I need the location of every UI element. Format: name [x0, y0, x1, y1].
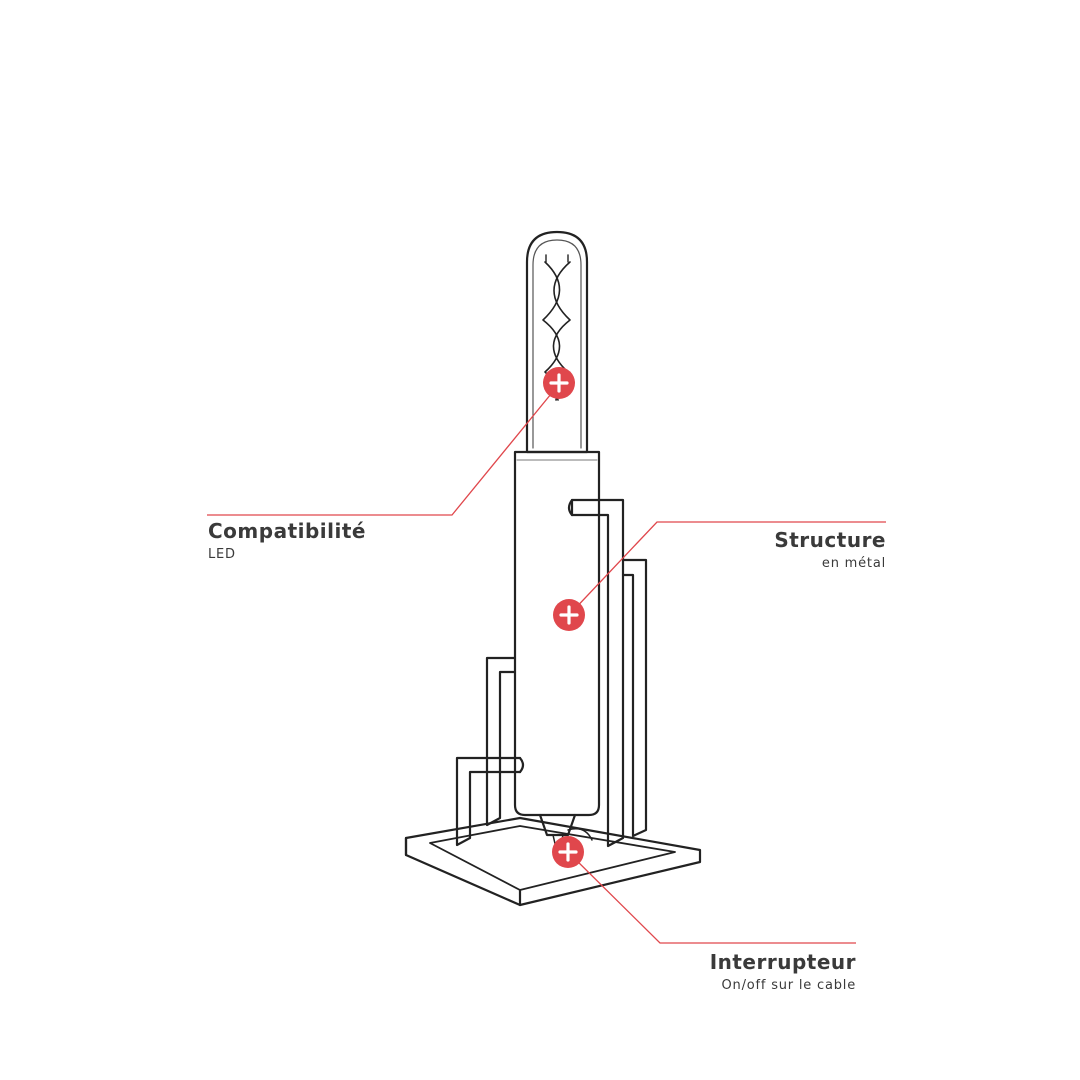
lamp-body-drawing — [513, 450, 601, 849]
bulb-drawing — [525, 230, 589, 454]
plus-icon[interactable] — [553, 599, 585, 631]
frame-drawing — [404, 498, 702, 907]
callout-lines — [207, 382, 886, 944]
callout-subtitle-structure: en métal — [821, 556, 886, 571]
plus-icon[interactable] — [543, 367, 575, 399]
plus-icon[interactable] — [552, 836, 584, 868]
lamp-illustration — [404, 230, 702, 907]
callout-title-interrupteur: Interrupteur — [709, 950, 856, 974]
leader-line-compatibilite — [207, 382, 561, 516]
leader-line-structure — [568, 521, 886, 616]
callout-subtitle-interrupteur: On/off sur le cable — [721, 978, 856, 993]
callout-title-compatibilite: Compatibilité — [208, 519, 366, 543]
callout-title-structure: Structure — [774, 528, 886, 552]
callout-subtitle-compatibilite: LED — [208, 547, 236, 562]
leader-line-interrupteur — [567, 851, 856, 944]
